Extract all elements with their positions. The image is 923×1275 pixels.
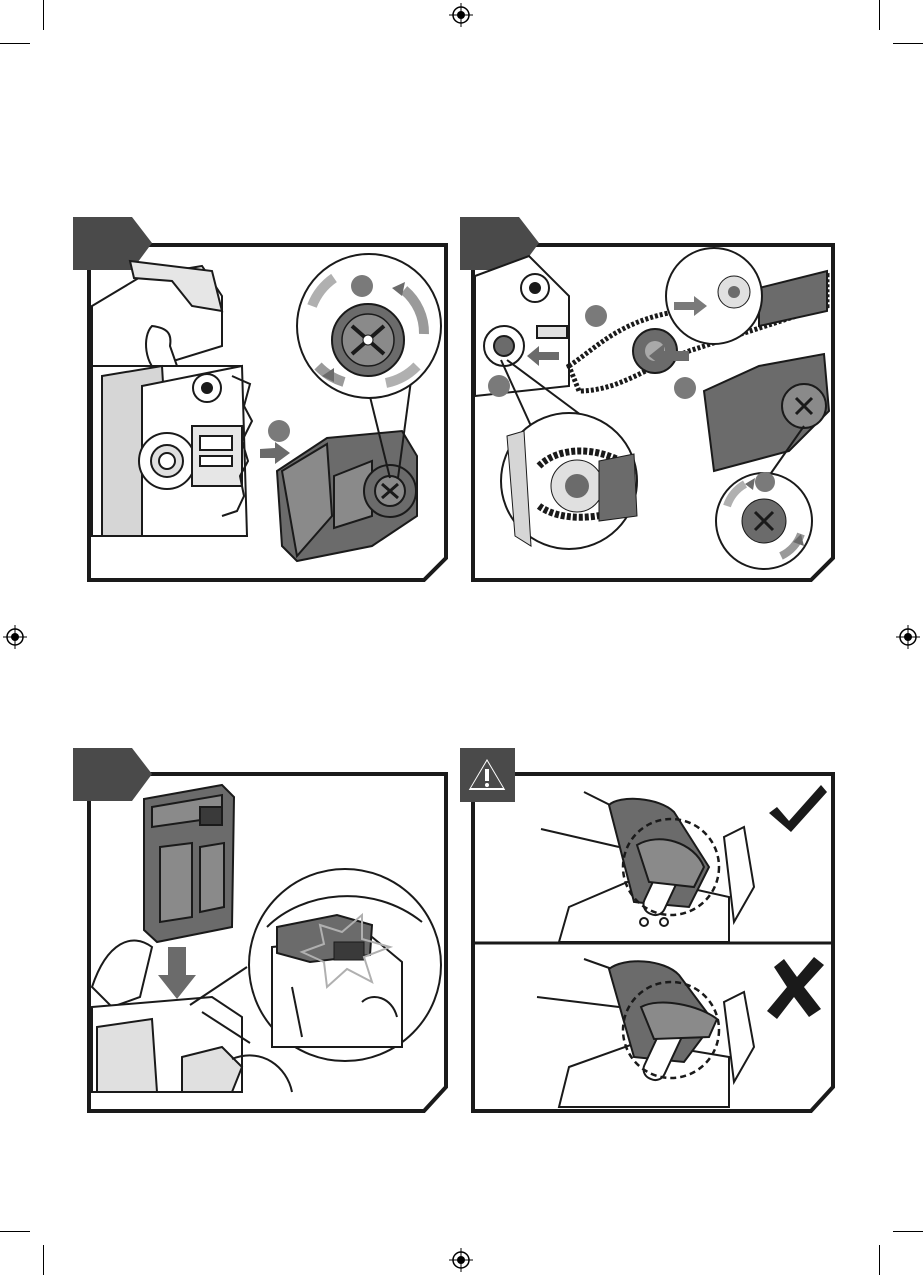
panel-2-callout-2 xyxy=(488,375,510,397)
crop-mark-top-right-h xyxy=(893,43,923,44)
panel-1-knob-detail-magnifier xyxy=(297,254,441,398)
crop-mark-bottom-left-h xyxy=(0,1231,30,1232)
registration-mark-left-icon xyxy=(3,625,27,649)
panel-2-callout-3 xyxy=(674,377,696,399)
crop-mark-top-left-h xyxy=(0,43,30,44)
crop-mark-top-right-v xyxy=(879,0,880,30)
panel-1-callout-2 xyxy=(351,275,373,297)
panel-1-callout-1 xyxy=(268,420,290,442)
registration-mark-right-icon xyxy=(896,625,920,649)
crop-mark-top-left-v xyxy=(43,0,44,30)
panel-1-remove-side-cover xyxy=(72,216,452,586)
panel-4-grip-warning: warning xyxy=(459,747,839,1117)
panel-2-fit-chain-and-bar xyxy=(459,216,839,586)
panel-3-battery-click-magnifier xyxy=(249,869,441,1061)
registration-mark-top-icon xyxy=(449,3,473,27)
panel-3-insert-battery xyxy=(72,747,452,1117)
registration-mark-bottom-icon xyxy=(449,1248,473,1272)
crop-mark-bottom-left-v xyxy=(43,1245,44,1275)
panel-2-callout-1 xyxy=(585,305,607,327)
crop-mark-bottom-right-v xyxy=(879,1245,880,1275)
panel-2-callout-4 xyxy=(755,472,775,492)
crop-mark-bottom-right-h xyxy=(893,1231,923,1232)
panel-2-sprocket-detail-magnifier xyxy=(666,248,762,344)
warning-triangle-icon xyxy=(460,748,515,802)
battery-pack-illustration xyxy=(144,785,234,942)
